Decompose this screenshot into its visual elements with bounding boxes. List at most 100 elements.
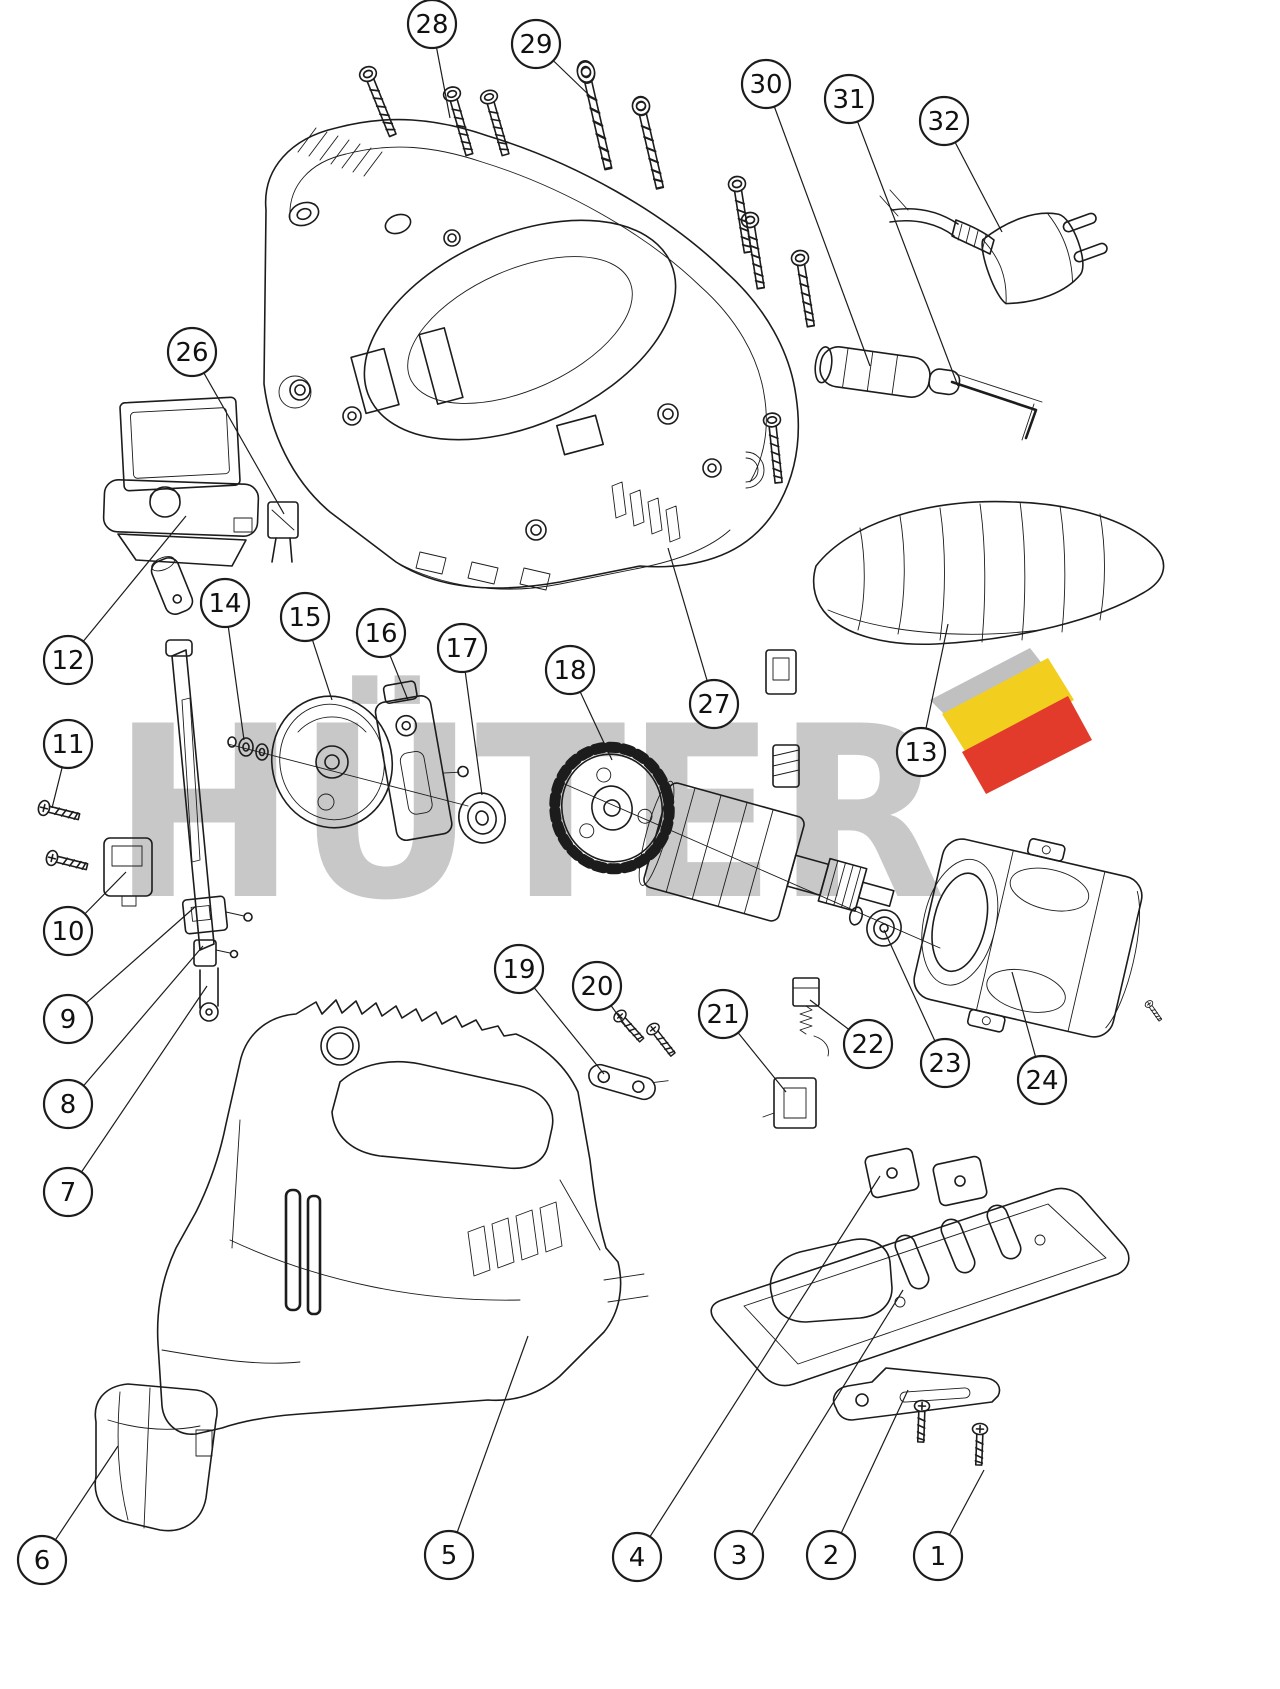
callout-29: 29 xyxy=(510,18,591,97)
rear-bearing xyxy=(866,909,902,947)
callout-number: 11 xyxy=(51,730,84,760)
callout-number: 7 xyxy=(60,1178,77,1208)
callout-balloon xyxy=(42,905,94,957)
callout-balloon xyxy=(355,607,407,659)
callout-14: 14 xyxy=(199,577,251,741)
callout-balloon xyxy=(16,1534,68,1586)
capacitor xyxy=(267,501,299,563)
callout-balloon xyxy=(510,18,562,70)
guide-block xyxy=(103,837,153,907)
brand-watermark: HÜTER xyxy=(112,648,1092,953)
callout-31: 31 xyxy=(823,73,959,387)
dust-cover xyxy=(94,1383,218,1532)
power-plug xyxy=(981,212,1108,305)
callout-balloon xyxy=(42,1078,94,1130)
callout-32: 32 xyxy=(918,95,1003,233)
callout-number: 21 xyxy=(706,1000,739,1030)
callout-28: 28 xyxy=(406,0,458,119)
callout-balloon xyxy=(611,1531,663,1583)
callout-balloon xyxy=(805,1529,857,1581)
callout-number: 10 xyxy=(51,917,84,947)
logo-yellow-band xyxy=(942,658,1074,756)
callout-24: 24 xyxy=(1011,971,1068,1106)
callout-balloon xyxy=(423,1529,475,1581)
callout-4: 4 xyxy=(611,1175,881,1583)
screw xyxy=(912,1399,931,1444)
leader-line xyxy=(830,1389,909,1556)
callout-balloon xyxy=(713,1529,765,1581)
callout-balloon xyxy=(697,988,749,1040)
callout-13: 13 xyxy=(895,623,949,778)
hex-key xyxy=(950,380,1038,440)
callout-7: 7 xyxy=(42,985,208,1218)
callout-22: 22 xyxy=(809,999,894,1070)
screw xyxy=(1143,998,1165,1024)
callout-number: 6 xyxy=(34,1546,51,1576)
callout-number: 4 xyxy=(629,1543,646,1573)
callout-number: 31 xyxy=(832,85,865,115)
callout-balloon xyxy=(493,943,545,995)
callout-balloon xyxy=(42,634,94,686)
callout-number: 9 xyxy=(60,1005,77,1035)
callout-number: 26 xyxy=(175,338,208,368)
screw xyxy=(478,87,515,158)
callout-balloon xyxy=(42,718,94,770)
callout-balloon xyxy=(823,73,875,125)
clamp-lever xyxy=(832,1367,1001,1421)
watermark-text: HÜTER xyxy=(112,675,946,953)
callout-balloon xyxy=(571,960,623,1012)
callout-balloon xyxy=(688,678,740,730)
callout-balloon xyxy=(406,0,458,50)
callout-15: 15 xyxy=(279,591,333,701)
callout-number: 27 xyxy=(697,690,730,720)
front-bearing xyxy=(458,792,506,844)
callout-5: 5 xyxy=(423,1335,529,1581)
leader-line xyxy=(738,1289,904,1556)
callout-number: 15 xyxy=(288,603,321,633)
callout-balloon xyxy=(199,577,251,629)
rod-slider xyxy=(193,939,239,967)
callout-balloon xyxy=(279,591,331,643)
callout-number: 29 xyxy=(519,30,552,60)
callout-balloon xyxy=(166,326,218,378)
callout-number: 14 xyxy=(208,589,241,619)
callout-number: 13 xyxy=(904,738,937,768)
callout-20: 20 xyxy=(571,960,631,1033)
callout-number: 20 xyxy=(580,972,613,1002)
leader-line xyxy=(67,985,208,1193)
callout-number: 22 xyxy=(851,1030,884,1060)
callout-balloon xyxy=(42,993,94,1045)
callout-number: 2 xyxy=(823,1541,840,1571)
screw xyxy=(643,1020,679,1060)
callout-16: 16 xyxy=(355,607,409,701)
callout-balloon xyxy=(919,1037,971,1089)
callout-26: 26 xyxy=(166,326,285,515)
stator xyxy=(913,838,1143,1038)
callout-number: 3 xyxy=(731,1541,748,1571)
callout-10: 10 xyxy=(42,871,127,957)
switch-assembly xyxy=(102,396,260,567)
callout-3: 3 xyxy=(713,1289,904,1581)
roller-holder xyxy=(199,967,219,1022)
screw xyxy=(441,84,479,158)
callout-30: 30 xyxy=(740,58,871,367)
brush-cap-a xyxy=(765,649,797,695)
brush-cap-b xyxy=(772,744,800,788)
callout-17: 17 xyxy=(436,622,488,796)
insert-pads xyxy=(864,1147,988,1207)
logo-gray-band xyxy=(930,648,1044,716)
callout-12: 12 xyxy=(42,515,187,686)
screw xyxy=(44,848,90,875)
callout-21: 21 xyxy=(697,988,787,1093)
callout-9: 9 xyxy=(42,905,197,1045)
carbon-brush xyxy=(792,977,829,1057)
base-plate-assembly xyxy=(710,1147,1130,1467)
callout-27: 27 xyxy=(667,547,740,730)
callout-balloon xyxy=(895,726,947,778)
screw xyxy=(629,94,670,191)
callout-1: 1 xyxy=(912,1469,985,1582)
screw xyxy=(36,798,82,825)
plunger-block xyxy=(374,680,469,842)
